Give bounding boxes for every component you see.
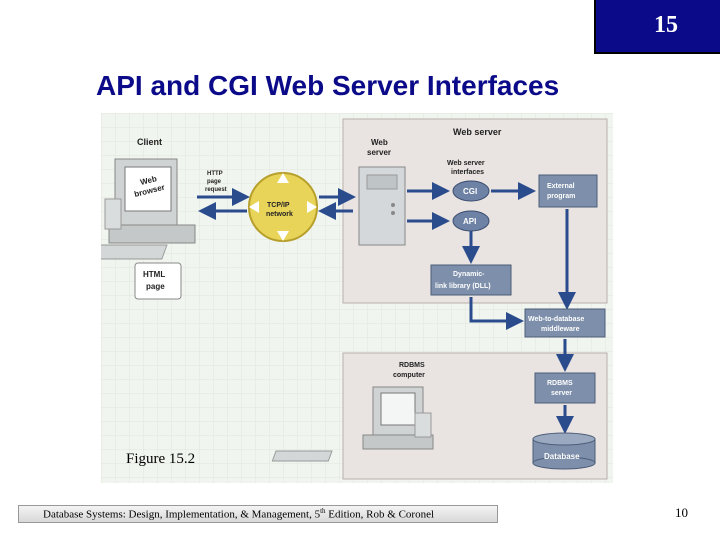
- cgi-label: CGI: [463, 187, 477, 196]
- footer-text: Database Systems: Design, Implementation…: [43, 507, 434, 521]
- dll-label-1: Dynamic-: [453, 271, 485, 278]
- tcpip-network: [248, 172, 318, 242]
- footer-text-end: Edition, Rob & Coronel: [325, 508, 435, 521]
- rdbms-server-box: [534, 372, 596, 404]
- client-label: Client: [137, 137, 162, 147]
- rdbms-computer-label-1: RDBMS: [399, 362, 425, 369]
- web-server-label-2: server: [367, 148, 391, 157]
- external-program-label-1: External: [547, 183, 575, 190]
- web-browser-label-1: Web: [139, 174, 158, 187]
- http-label-3: request: [205, 187, 227, 193]
- rdbms-computer-label-2: computer: [393, 372, 425, 379]
- footer-text-main: Database Systems: Design, Implementation…: [43, 508, 321, 521]
- web-server-panel-label: Web server: [453, 127, 502, 137]
- api-label: API: [463, 217, 476, 226]
- html-page-icon: [134, 262, 182, 300]
- external-program-box: [538, 174, 598, 208]
- network-label-1: TCP/IP: [267, 202, 290, 209]
- database-cylinder: [532, 432, 596, 470]
- footer-citation: Database Systems: Design, Implementation…: [18, 505, 498, 523]
- cgi-interface: [452, 180, 490, 202]
- middleware-box: [524, 308, 606, 338]
- middleware-label-2: middleware: [541, 326, 580, 333]
- slide-title: API and CGI Web Server Interfaces: [96, 70, 560, 101]
- chapter-number: 15: [654, 12, 678, 38]
- figure-caption: Figure 15.2: [126, 451, 196, 467]
- rdbms-server-label-1: RDBMS: [547, 380, 573, 387]
- web-server-label-1: Web: [371, 138, 388, 147]
- rdbms-computer: [271, 386, 434, 462]
- html-page-label-2: page: [146, 282, 165, 291]
- interfaces-label-1: Web server: [447, 160, 485, 167]
- dll-to-middleware-arrow: [469, 297, 524, 330]
- html-page-label-1: HTML: [143, 270, 165, 279]
- web-server-tower: [358, 166, 406, 246]
- architecture-diagram: Web server Client Web browser HTTP page …: [101, 113, 613, 483]
- page-number: 10: [675, 505, 688, 520]
- chapter-badge: 15: [594, 0, 720, 54]
- client-computer: [101, 158, 196, 260]
- footer-edition-suffix: th: [320, 507, 326, 515]
- interfaces-label-2: interfaces: [451, 169, 484, 176]
- http-label-1: HTTP: [207, 171, 223, 177]
- middleware-label-1: Web-to-database: [528, 316, 584, 323]
- external-program-label-2: program: [547, 193, 575, 200]
- rdbms-server-label-2: server: [551, 390, 572, 397]
- database-label: Database: [544, 452, 580, 461]
- dll-label-2: link library (DLL): [435, 283, 491, 290]
- http-label-2: page: [207, 179, 222, 185]
- network-label-2: network: [266, 211, 293, 218]
- dll-box: [430, 264, 512, 296]
